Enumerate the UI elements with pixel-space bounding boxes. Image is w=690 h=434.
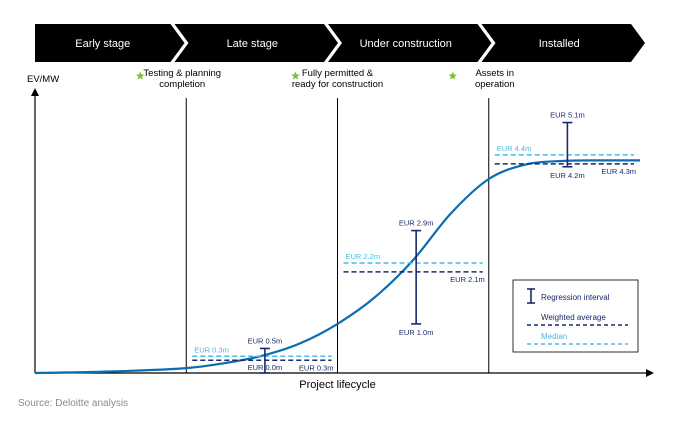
source-note: Source: Deloitte analysis (18, 398, 129, 409)
stage-label: Installed (539, 38, 580, 50)
legend-interval-label: Regression interval (541, 293, 610, 302)
legend-median-label: Median (541, 332, 567, 341)
interval-high-label: EUR 0.5m (248, 336, 283, 345)
milestone-label: completion (159, 79, 205, 90)
milestone-label: Fully permitted & (302, 68, 374, 79)
stage-chevron (174, 24, 338, 62)
milestone-star-icon (448, 71, 457, 80)
interval-high-label: EUR 2.9m (399, 219, 434, 228)
milestone-label: operation (475, 79, 515, 90)
y-axis-label: EV/MW (27, 74, 59, 85)
stage-label: Late stage (227, 38, 278, 50)
stage-chevron (481, 24, 645, 62)
legend-weighted-label: Weighted average (541, 313, 606, 322)
median-label: EUR 2.2m (346, 252, 381, 261)
interval-high-label: EUR 5.1m (550, 111, 585, 120)
median-label: EUR 0.3m (194, 345, 229, 354)
interval-low-label: EUR 0.0m (248, 363, 283, 372)
interval-low-label: EUR 4.2m (550, 171, 585, 180)
weighted-average-label: EUR 0.3m (299, 363, 334, 372)
weighted-average-label: EUR 2.1m (450, 275, 485, 284)
stage-chevron (328, 24, 492, 62)
x-axis-label: Project lifecycle (299, 379, 375, 391)
milestone-star-icon (136, 71, 145, 80)
milestone-label: Testing & planning (143, 68, 221, 79)
x-axis-arrow (646, 369, 654, 377)
milestone-label: Assets in (475, 68, 514, 79)
weighted-average-label: EUR 4.3m (601, 167, 636, 176)
milestone-label: ready for construction (292, 79, 383, 90)
stage-label: Early stage (75, 38, 130, 50)
interval-low-label: EUR 1.0m (399, 328, 434, 337)
legend-box (512, 279, 639, 353)
milestone-star-icon (291, 71, 300, 80)
y-axis-arrow (31, 88, 39, 96)
median-label: EUR 4.4m (497, 144, 532, 153)
ev-curve-line (34, 159, 641, 375)
stage-chevron (35, 24, 185, 62)
stage-label: Under construction (360, 38, 452, 50)
